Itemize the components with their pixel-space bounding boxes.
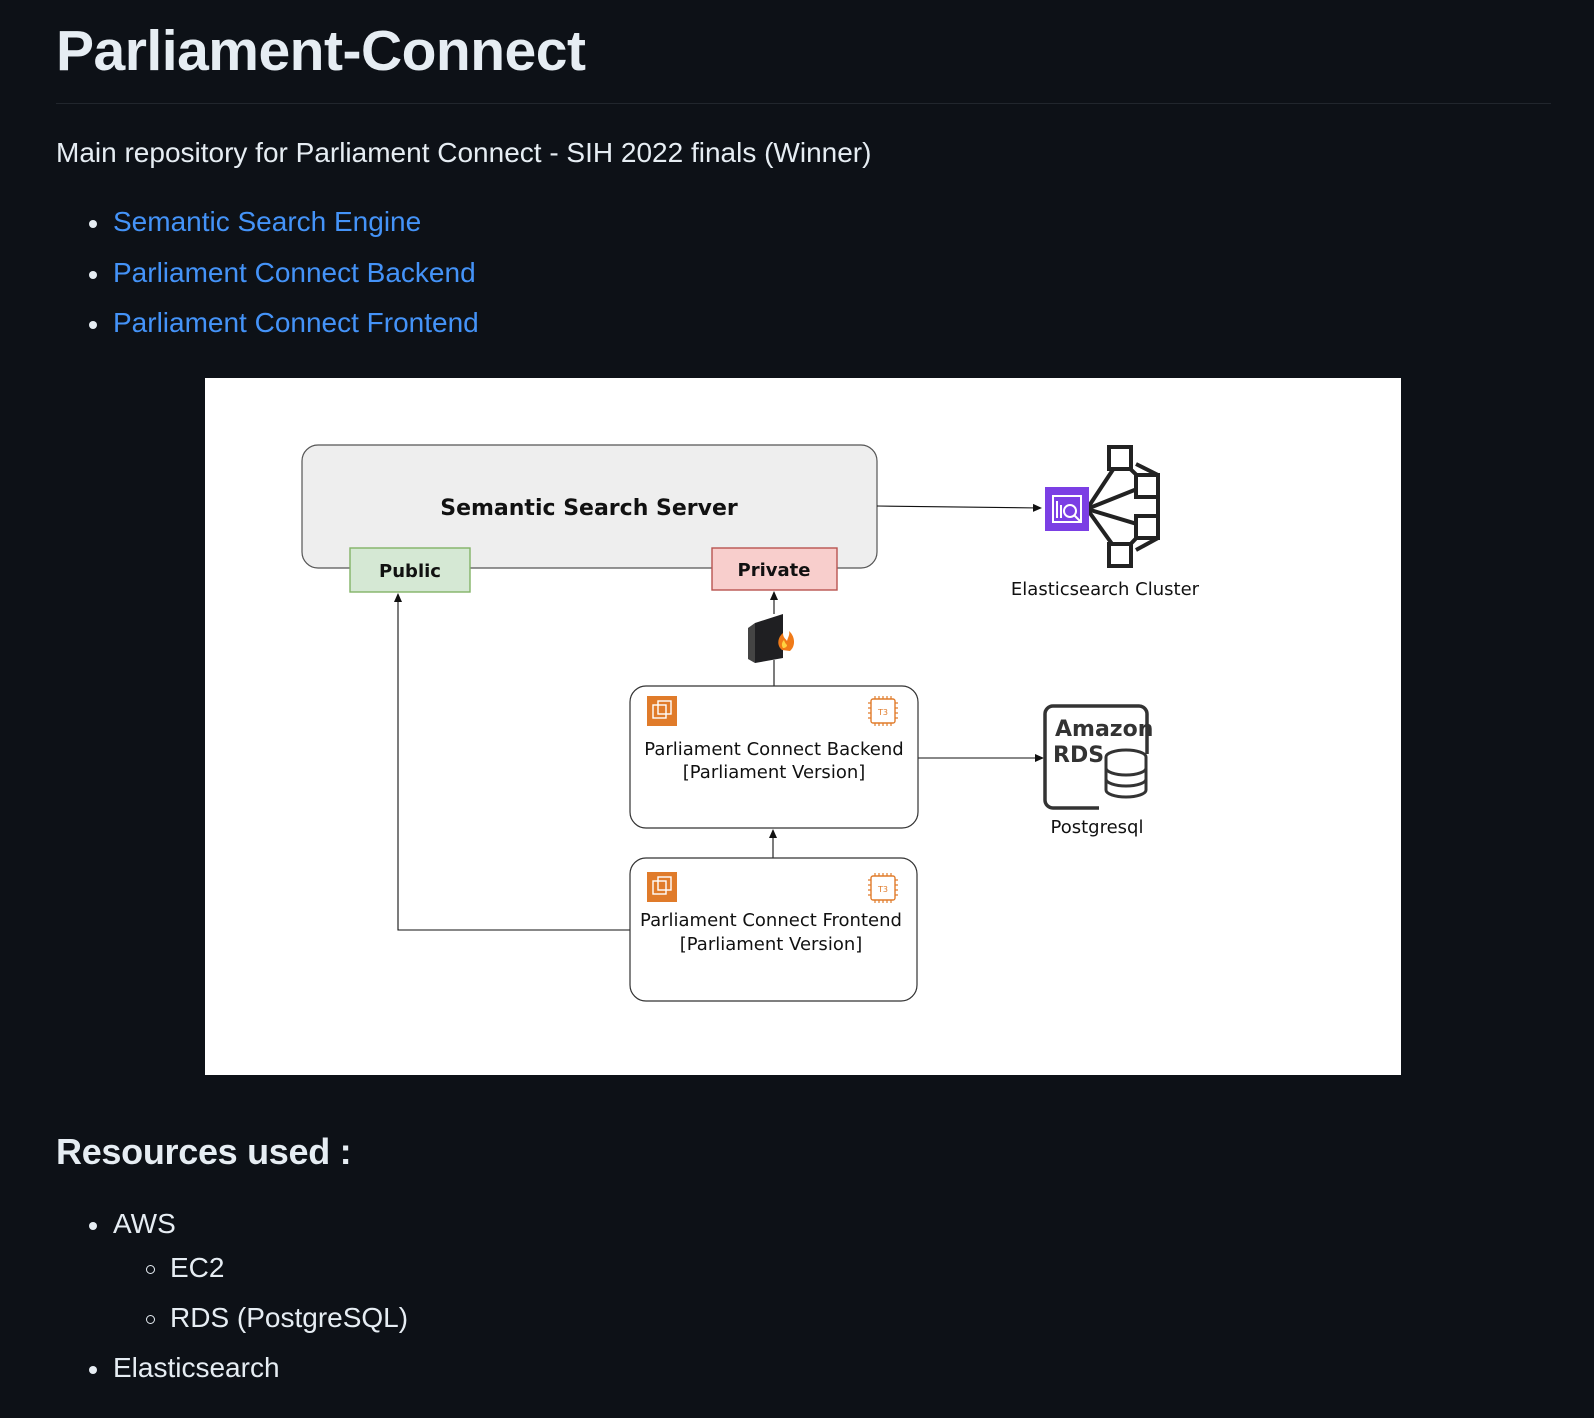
bullet-icon [89, 1222, 97, 1230]
list-item: Parliament Connect Frontend [89, 307, 479, 339]
svg-text:T3: T3 [877, 885, 888, 894]
list-item: Parliament Connect Backend [89, 257, 476, 289]
backend-box [629, 685, 919, 829]
resource-label: EC2 [170, 1252, 225, 1283]
circle-bullet-icon [146, 1265, 155, 1274]
link-parliament-connect-backend[interactable]: Parliament Connect Backend [113, 257, 476, 288]
chip-icon: T3 [868, 696, 898, 726]
frontend-to-public-arrow [394, 593, 630, 931]
bullet-icon [89, 1366, 97, 1374]
elasticsearch-service-icon [1045, 487, 1089, 531]
list-item-rds: RDS (PostgreSQL) [146, 1302, 409, 1334]
bullet-icon [89, 321, 97, 329]
list-item: Semantic Search Engine [89, 206, 422, 238]
architecture-diagram: Semantic Search Server Public Private T3 [205, 378, 1401, 1075]
server-to-elastic-arrow [876, 503, 1042, 512]
amazon-rds-icon: Amazon RDS [1043, 704, 1153, 810]
frontend-box [629, 857, 918, 1002]
resource-label: RDS (PostgreSQL) [170, 1302, 409, 1333]
backend-subtitle: [Parliament Version] [683, 762, 866, 783]
resource-label: AWS [113, 1208, 176, 1239]
public-label: Public [379, 561, 441, 582]
rds-caption: Postgresql [1051, 817, 1144, 838]
bullet-icon [89, 271, 97, 279]
link-parliament-connect-frontend[interactable]: Parliament Connect Frontend [113, 307, 479, 338]
list-item-ec2: EC2 [146, 1252, 225, 1284]
public-endpoint-box [349, 547, 471, 593]
rds-title: Amazon [1055, 717, 1153, 742]
private-endpoint-box [711, 547, 838, 591]
elasticsearch-cluster-icon [1085, 445, 1160, 568]
ec2-icon [647, 872, 677, 902]
svg-text:T3: T3 [877, 708, 888, 717]
firewall-icon [748, 614, 795, 663]
private-label: Private [738, 560, 811, 581]
page-title: Parliament-Connect [56, 19, 586, 83]
server-label: Semantic Search Server [440, 496, 738, 521]
resource-label: Elasticsearch [113, 1352, 280, 1383]
rds-subtitle: RDS [1053, 743, 1104, 768]
bullet-icon [89, 220, 97, 228]
repo-description: Main repository for Parliament Connect -… [56, 137, 872, 168]
frontend-subtitle: [Parliament Version] [680, 934, 863, 955]
title-divider [56, 103, 1551, 104]
chip-icon: T3 [868, 873, 898, 903]
frontend-title: Parliament Connect Frontend [640, 910, 902, 931]
backend-title: Parliament Connect Backend [644, 739, 903, 760]
ec2-icon [647, 696, 677, 726]
list-item-elasticsearch: Elasticsearch [89, 1352, 280, 1384]
circle-bullet-icon [146, 1315, 155, 1324]
link-semantic-search-engine[interactable]: Semantic Search Engine [113, 206, 422, 237]
list-item-aws: AWS [89, 1208, 176, 1240]
elastic-caption: Elasticsearch Cluster [1011, 579, 1200, 600]
resources-heading: Resources used : [56, 1131, 352, 1172]
